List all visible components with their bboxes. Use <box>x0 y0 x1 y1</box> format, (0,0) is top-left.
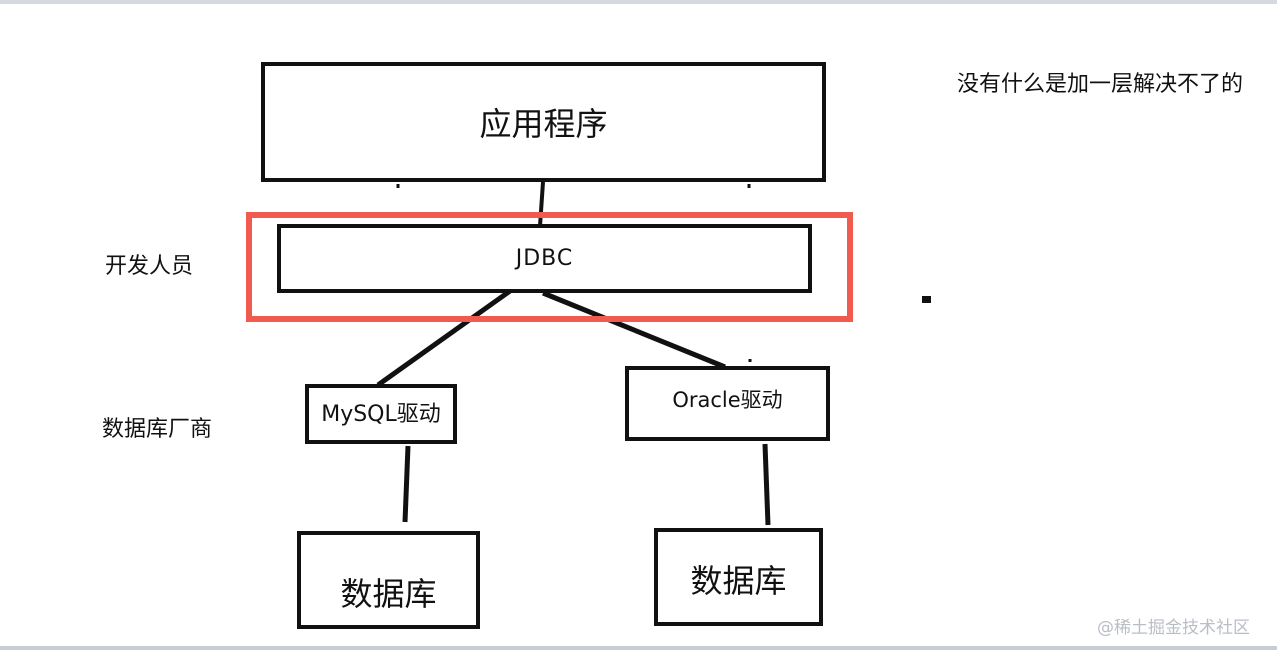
jdbc-highlight-frame <box>246 212 853 322</box>
stray-mark <box>922 296 931 303</box>
oracle-driver-box: Oracle驱动 <box>625 366 830 441</box>
app-label: 应用程序 <box>479 105 608 143</box>
database-label-left: 数据库 <box>340 575 437 613</box>
database-label-right: 数据库 <box>690 562 787 600</box>
mysql-driver-label: MySQL驱动 <box>321 402 441 427</box>
connector-jdbc-oracle <box>542 290 726 370</box>
jdbc-label: JDBC <box>515 246 574 271</box>
app-box: 应用程序 <box>261 62 826 182</box>
connector-mysql-db <box>402 445 411 523</box>
database-box-left: 数据库 <box>297 531 480 629</box>
connector-app-jdbc <box>538 181 545 227</box>
database-box-right: 数据库 <box>654 528 823 626</box>
db-vendors-label: 数据库厂商 <box>102 417 213 442</box>
connector-jdbc-mysql <box>376 288 512 388</box>
oracle-driver-label: Oracle驱动 <box>672 388 783 412</box>
connector-lines <box>376 181 771 526</box>
jdbc-box: JDBC <box>277 224 812 293</box>
developers-label: 开发人员 <box>105 254 194 279</box>
connector-oracle-db <box>762 443 771 526</box>
watermark: @稀土掘金技术社区 <box>1097 618 1250 638</box>
mysql-driver-box: MySQL驱动 <box>305 384 457 444</box>
note-text: 没有什么是加一层解决不了的 <box>957 72 1244 97</box>
